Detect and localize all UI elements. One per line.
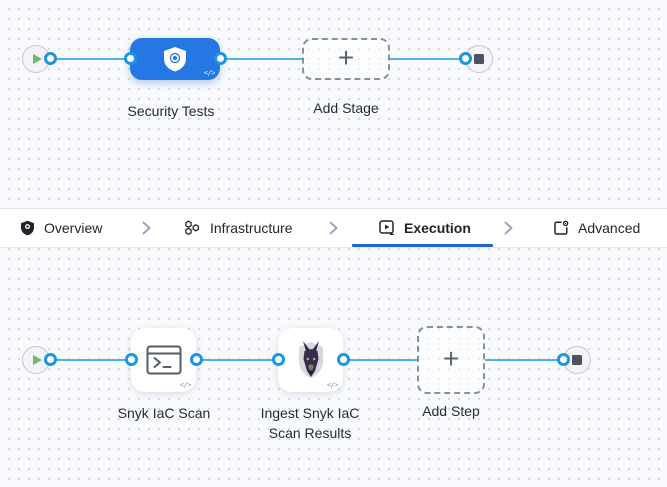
connector-point[interactable]: [214, 52, 227, 65]
add-stage-label: Add Stage: [313, 100, 379, 116]
connector-point[interactable]: [125, 353, 138, 366]
snyk-dog-icon: [298, 341, 323, 378]
connector-point[interactable]: [272, 353, 285, 366]
add-step-label: Add Step: [422, 403, 480, 419]
tab-advanced-label: Advanced: [578, 220, 641, 236]
connector-line: [50, 359, 131, 361]
security-shield-icon: [164, 47, 186, 72]
terminal-icon: [146, 345, 181, 375]
add-step-button[interactable]: +: [417, 326, 485, 394]
connector-line: [50, 58, 130, 60]
play-icon: [33, 54, 42, 64]
step-pipeline-end-node[interactable]: [563, 346, 591, 374]
code-badge-icon: </>: [203, 69, 216, 77]
connector-line: [390, 58, 465, 60]
connector-point[interactable]: [190, 353, 203, 366]
active-tab-underline: [352, 244, 493, 247]
code-badge-icon: </>: [179, 381, 192, 389]
tab-overview[interactable]: Overview: [20, 209, 102, 247]
step-label: Ingest Snyk IaC Scan Results: [260, 405, 360, 441]
connector-point[interactable]: [337, 353, 350, 366]
add-stage-button[interactable]: +: [302, 38, 390, 80]
connector-line: [196, 359, 278, 361]
connector-line: [220, 58, 302, 60]
connector-point[interactable]: [557, 353, 570, 366]
connector-point[interactable]: [44, 353, 57, 366]
tab-execution[interactable]: Execution: [379, 209, 471, 247]
stage-config-tabbar: Overview Infrastructure Execution: [0, 208, 667, 248]
connector-line: [343, 359, 417, 361]
code-badge-icon: </>: [326, 381, 339, 389]
plus-icon: +: [442, 342, 460, 374]
step-node-snyk-iac-scan[interactable]: </>: [131, 328, 196, 392]
connector-point[interactable]: [124, 52, 137, 65]
tab-advanced[interactable]: Advanced: [553, 209, 640, 247]
box-gear-icon: [554, 220, 569, 235]
connector-line: [485, 359, 563, 361]
tab-infrastructure[interactable]: Infrastructure: [184, 209, 292, 247]
step-node-ingest-snyk-results[interactable]: </>: [278, 328, 343, 392]
stop-icon: [474, 54, 484, 64]
tab-overview-label: Overview: [44, 220, 103, 236]
tab-infrastructure-label: Infrastructure: [210, 220, 293, 236]
play-icon: [33, 355, 42, 365]
connector-point[interactable]: [44, 52, 57, 65]
connector-point[interactable]: [459, 52, 472, 65]
tab-execution-label: Execution: [404, 220, 471, 236]
stage-label: Security Tests: [127, 103, 215, 119]
play-square-icon: [379, 220, 394, 235]
plus-icon: +: [337, 41, 355, 73]
chevron-right-icon: [142, 221, 151, 235]
step-label: Snyk IaC Scan: [117, 405, 211, 421]
chevron-right-icon: [329, 221, 338, 235]
stage-node-security-tests[interactable]: </>: [130, 38, 220, 80]
stop-icon: [572, 355, 582, 365]
shield-icon: [21, 220, 34, 236]
chevron-right-icon: [504, 221, 513, 235]
hexagon-cluster-icon: [185, 220, 200, 235]
